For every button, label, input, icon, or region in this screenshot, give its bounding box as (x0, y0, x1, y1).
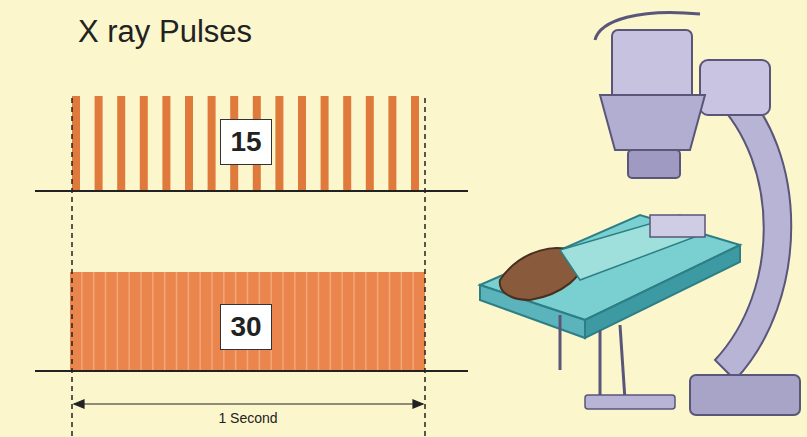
pulse-line (282, 272, 284, 370)
pulse-line (306, 272, 308, 370)
pulse-line (128, 272, 130, 370)
pulse-line (377, 272, 379, 370)
pulse-line (401, 272, 403, 370)
pulse-line (93, 272, 95, 370)
count-box: 30 (220, 304, 272, 350)
pulse-line (389, 272, 391, 370)
pulse-stripe (298, 96, 306, 191)
pulse-stripe (185, 96, 193, 191)
pulse-stripe (95, 96, 103, 191)
pulse-stripe (117, 96, 125, 191)
pulse-stripe (343, 96, 351, 191)
pulse-line (188, 272, 190, 370)
pulse-lines-30 (82, 272, 413, 370)
pulse-line (318, 272, 320, 370)
pulse-stripe (366, 96, 374, 191)
pulse-line (330, 272, 332, 370)
pulse-line (117, 272, 119, 370)
pulse-line (81, 272, 83, 370)
dashed-marker (424, 98, 426, 437)
pulse-stripe (208, 96, 216, 191)
dimension-arrow (74, 400, 423, 408)
pulse-line (341, 272, 343, 370)
pulse-line (164, 272, 166, 370)
pulse-stripe (72, 96, 80, 191)
pulse-line (412, 272, 414, 370)
pulse-line (365, 272, 367, 370)
pulse-stripe (388, 96, 396, 191)
c-arm-illustration (480, 12, 800, 415)
pulse-line (294, 272, 296, 370)
pulse-stripe (162, 96, 170, 191)
baseline (35, 370, 468, 372)
title: X ray Pulses (78, 14, 252, 50)
pulse-stripe (411, 96, 419, 191)
pulse-band-30 (70, 272, 425, 370)
pulse-line (176, 272, 178, 370)
pulse-line (211, 272, 213, 370)
pulse-band-15 (72, 96, 419, 191)
pulse-line (105, 272, 107, 370)
pulse-stripe (275, 96, 283, 191)
dimension-label: 1 Second (215, 410, 280, 426)
pulse-line (140, 272, 142, 370)
baseline (35, 190, 468, 192)
pulse-stripe (321, 96, 329, 191)
pulse-line (353, 272, 355, 370)
pulse-count: 30 (230, 311, 261, 343)
dashed-marker (71, 98, 73, 437)
pulse-line (199, 272, 201, 370)
pulse-line (152, 272, 154, 370)
pulse-count: 15 (230, 126, 261, 158)
pulse-stripe (140, 96, 148, 191)
count-box: 15 (220, 119, 272, 165)
